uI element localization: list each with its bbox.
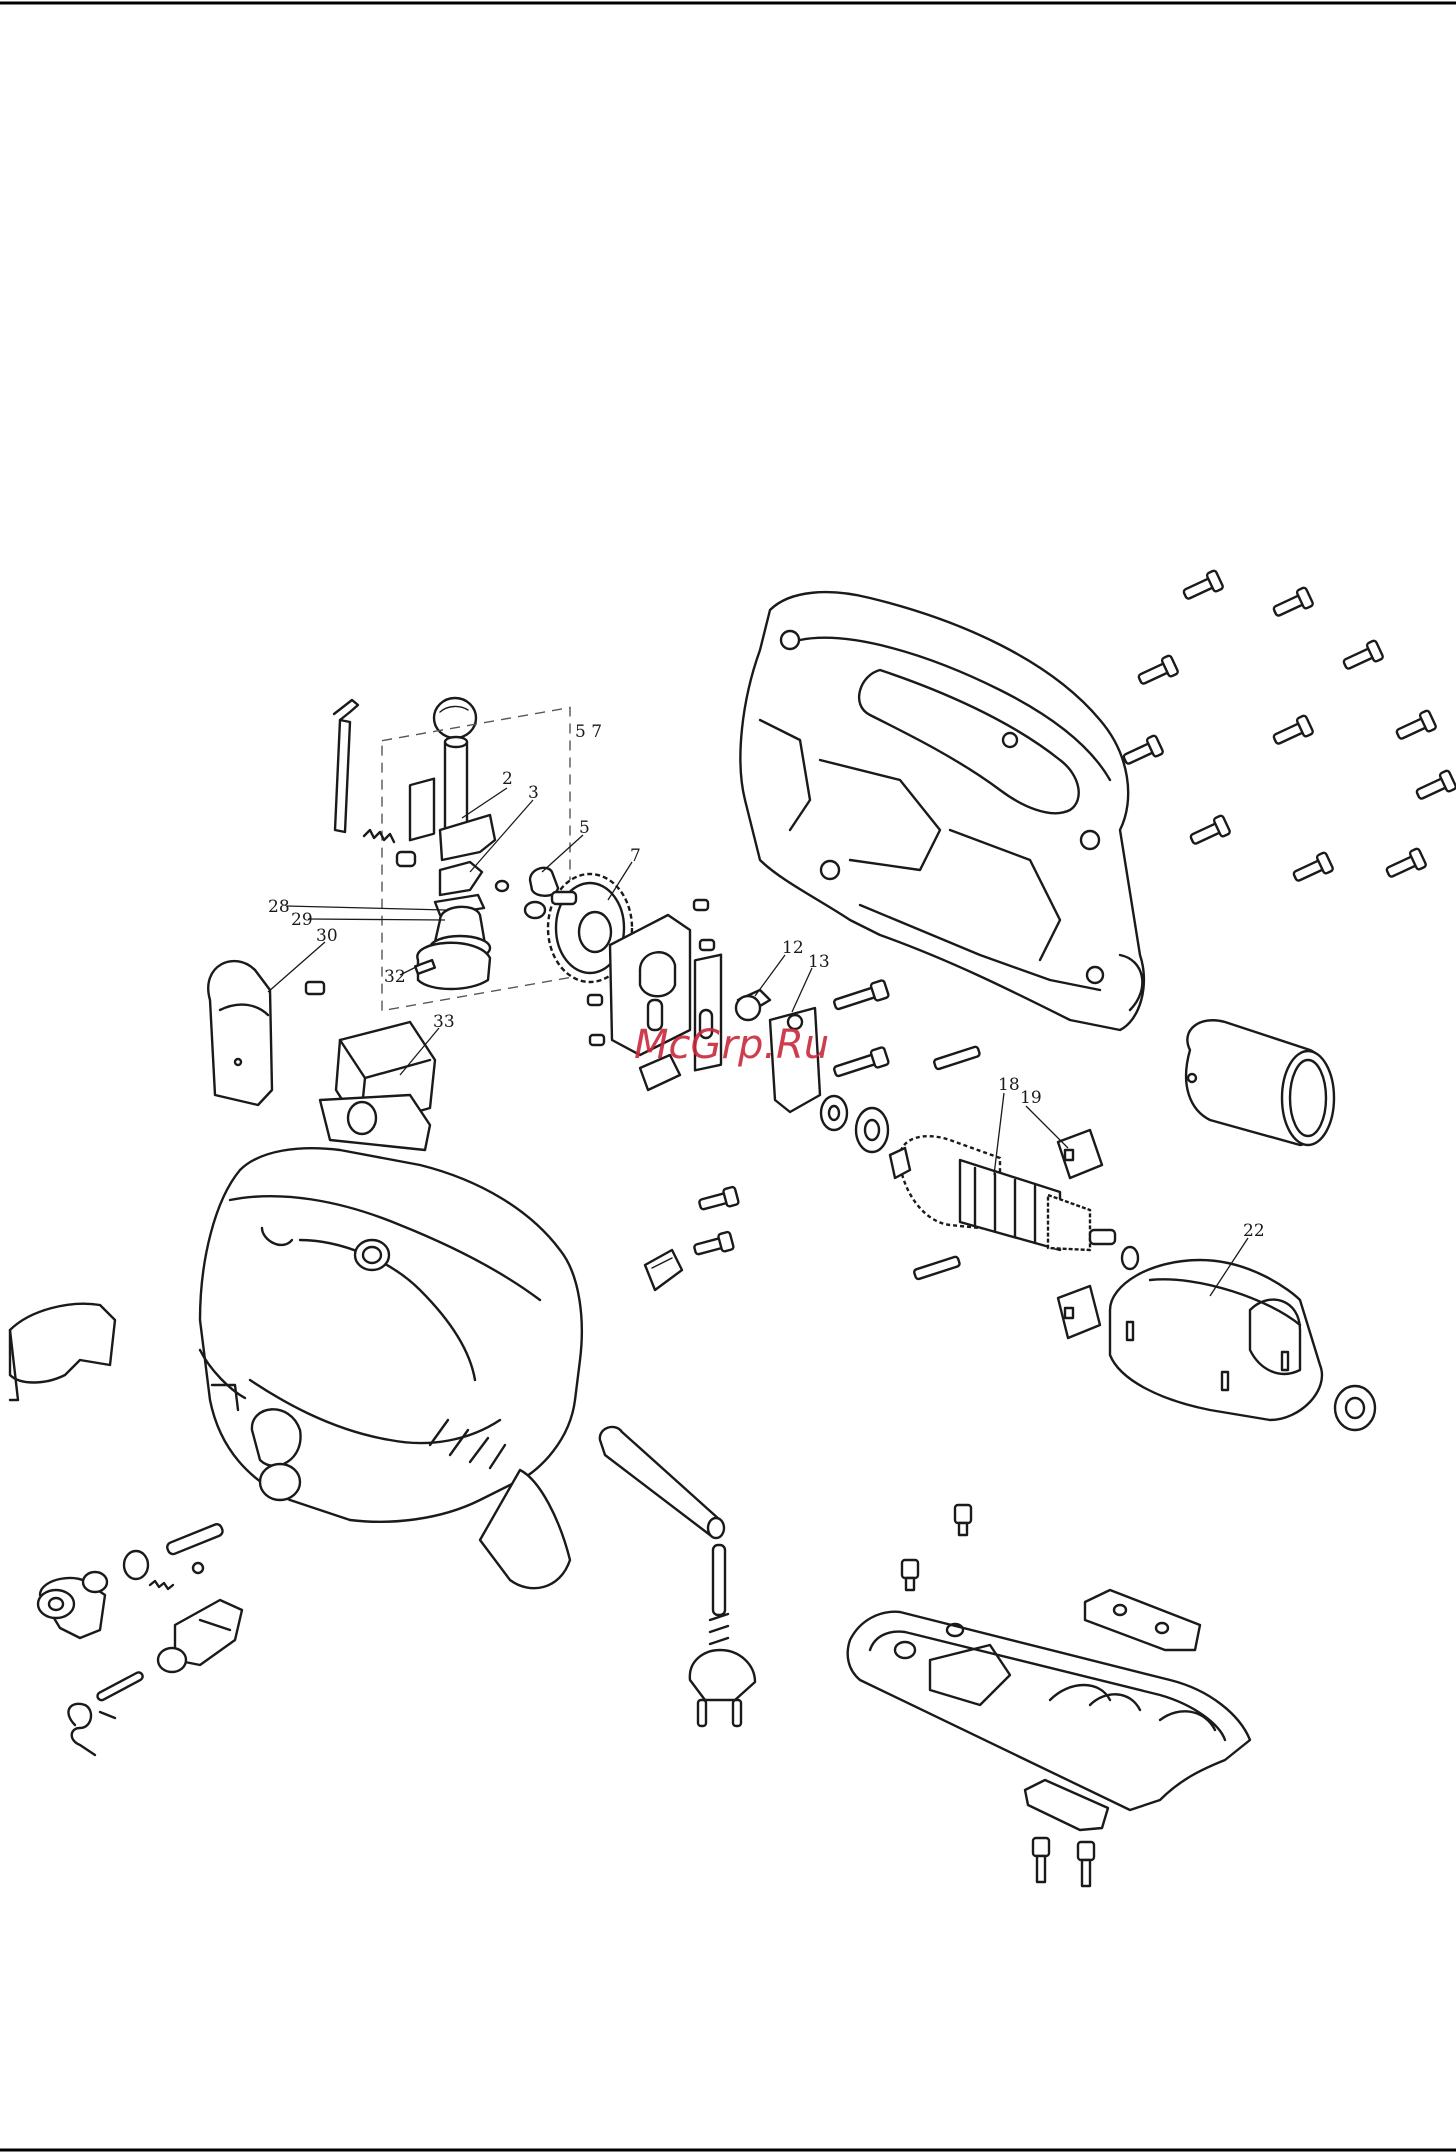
switch (320, 1022, 435, 1150)
callout-13: 13 (808, 952, 830, 972)
hex-key (334, 700, 358, 832)
callout-2: 2 (502, 769, 513, 789)
circlip-and-spring (124, 1551, 203, 1589)
rear-bearing (1335, 1386, 1375, 1430)
callout-12: 12 (782, 938, 804, 958)
callout-32: 32 (384, 967, 406, 987)
callout-3: 3 (528, 783, 539, 803)
callout-29: 29 (291, 910, 313, 930)
lever-assembly (208, 961, 324, 1105)
side-cover (10, 1304, 115, 1400)
ball-knob (434, 698, 476, 738)
callout-18: 18 (998, 1075, 1020, 1095)
stator (1110, 1260, 1322, 1420)
housing-half-right (740, 592, 1144, 1030)
blade-clamp (38, 1572, 107, 1638)
callout-7: 7 (630, 846, 641, 866)
cord-guard (600, 1427, 724, 1538)
housing-half-left (200, 1148, 582, 1588)
lock-pin (166, 1523, 224, 1556)
callout-57: 5 7 (575, 722, 602, 742)
needle-bearing (496, 868, 558, 918)
callout-5: 5 (579, 818, 590, 838)
clamp-lever (158, 1600, 242, 1672)
fan-cylinder (1186, 1020, 1334, 1145)
housing-screws (1121, 570, 1456, 886)
bushing-small (397, 852, 415, 866)
callout-30: 30 (316, 926, 338, 946)
watermark-text: McGrp.Ru (634, 1022, 829, 1068)
power-plug (690, 1545, 755, 1726)
callout-33: 33 (433, 1012, 455, 1032)
washer-and-bearing (821, 1096, 888, 1152)
spring-small (364, 830, 394, 842)
callout-19: 19 (1020, 1088, 1042, 1108)
callout-28: 28 (268, 897, 290, 917)
pin-and-torsion-spring (68, 1671, 144, 1755)
brush-holder-small (645, 1250, 682, 1290)
callout-22: 22 (1243, 1221, 1265, 1241)
